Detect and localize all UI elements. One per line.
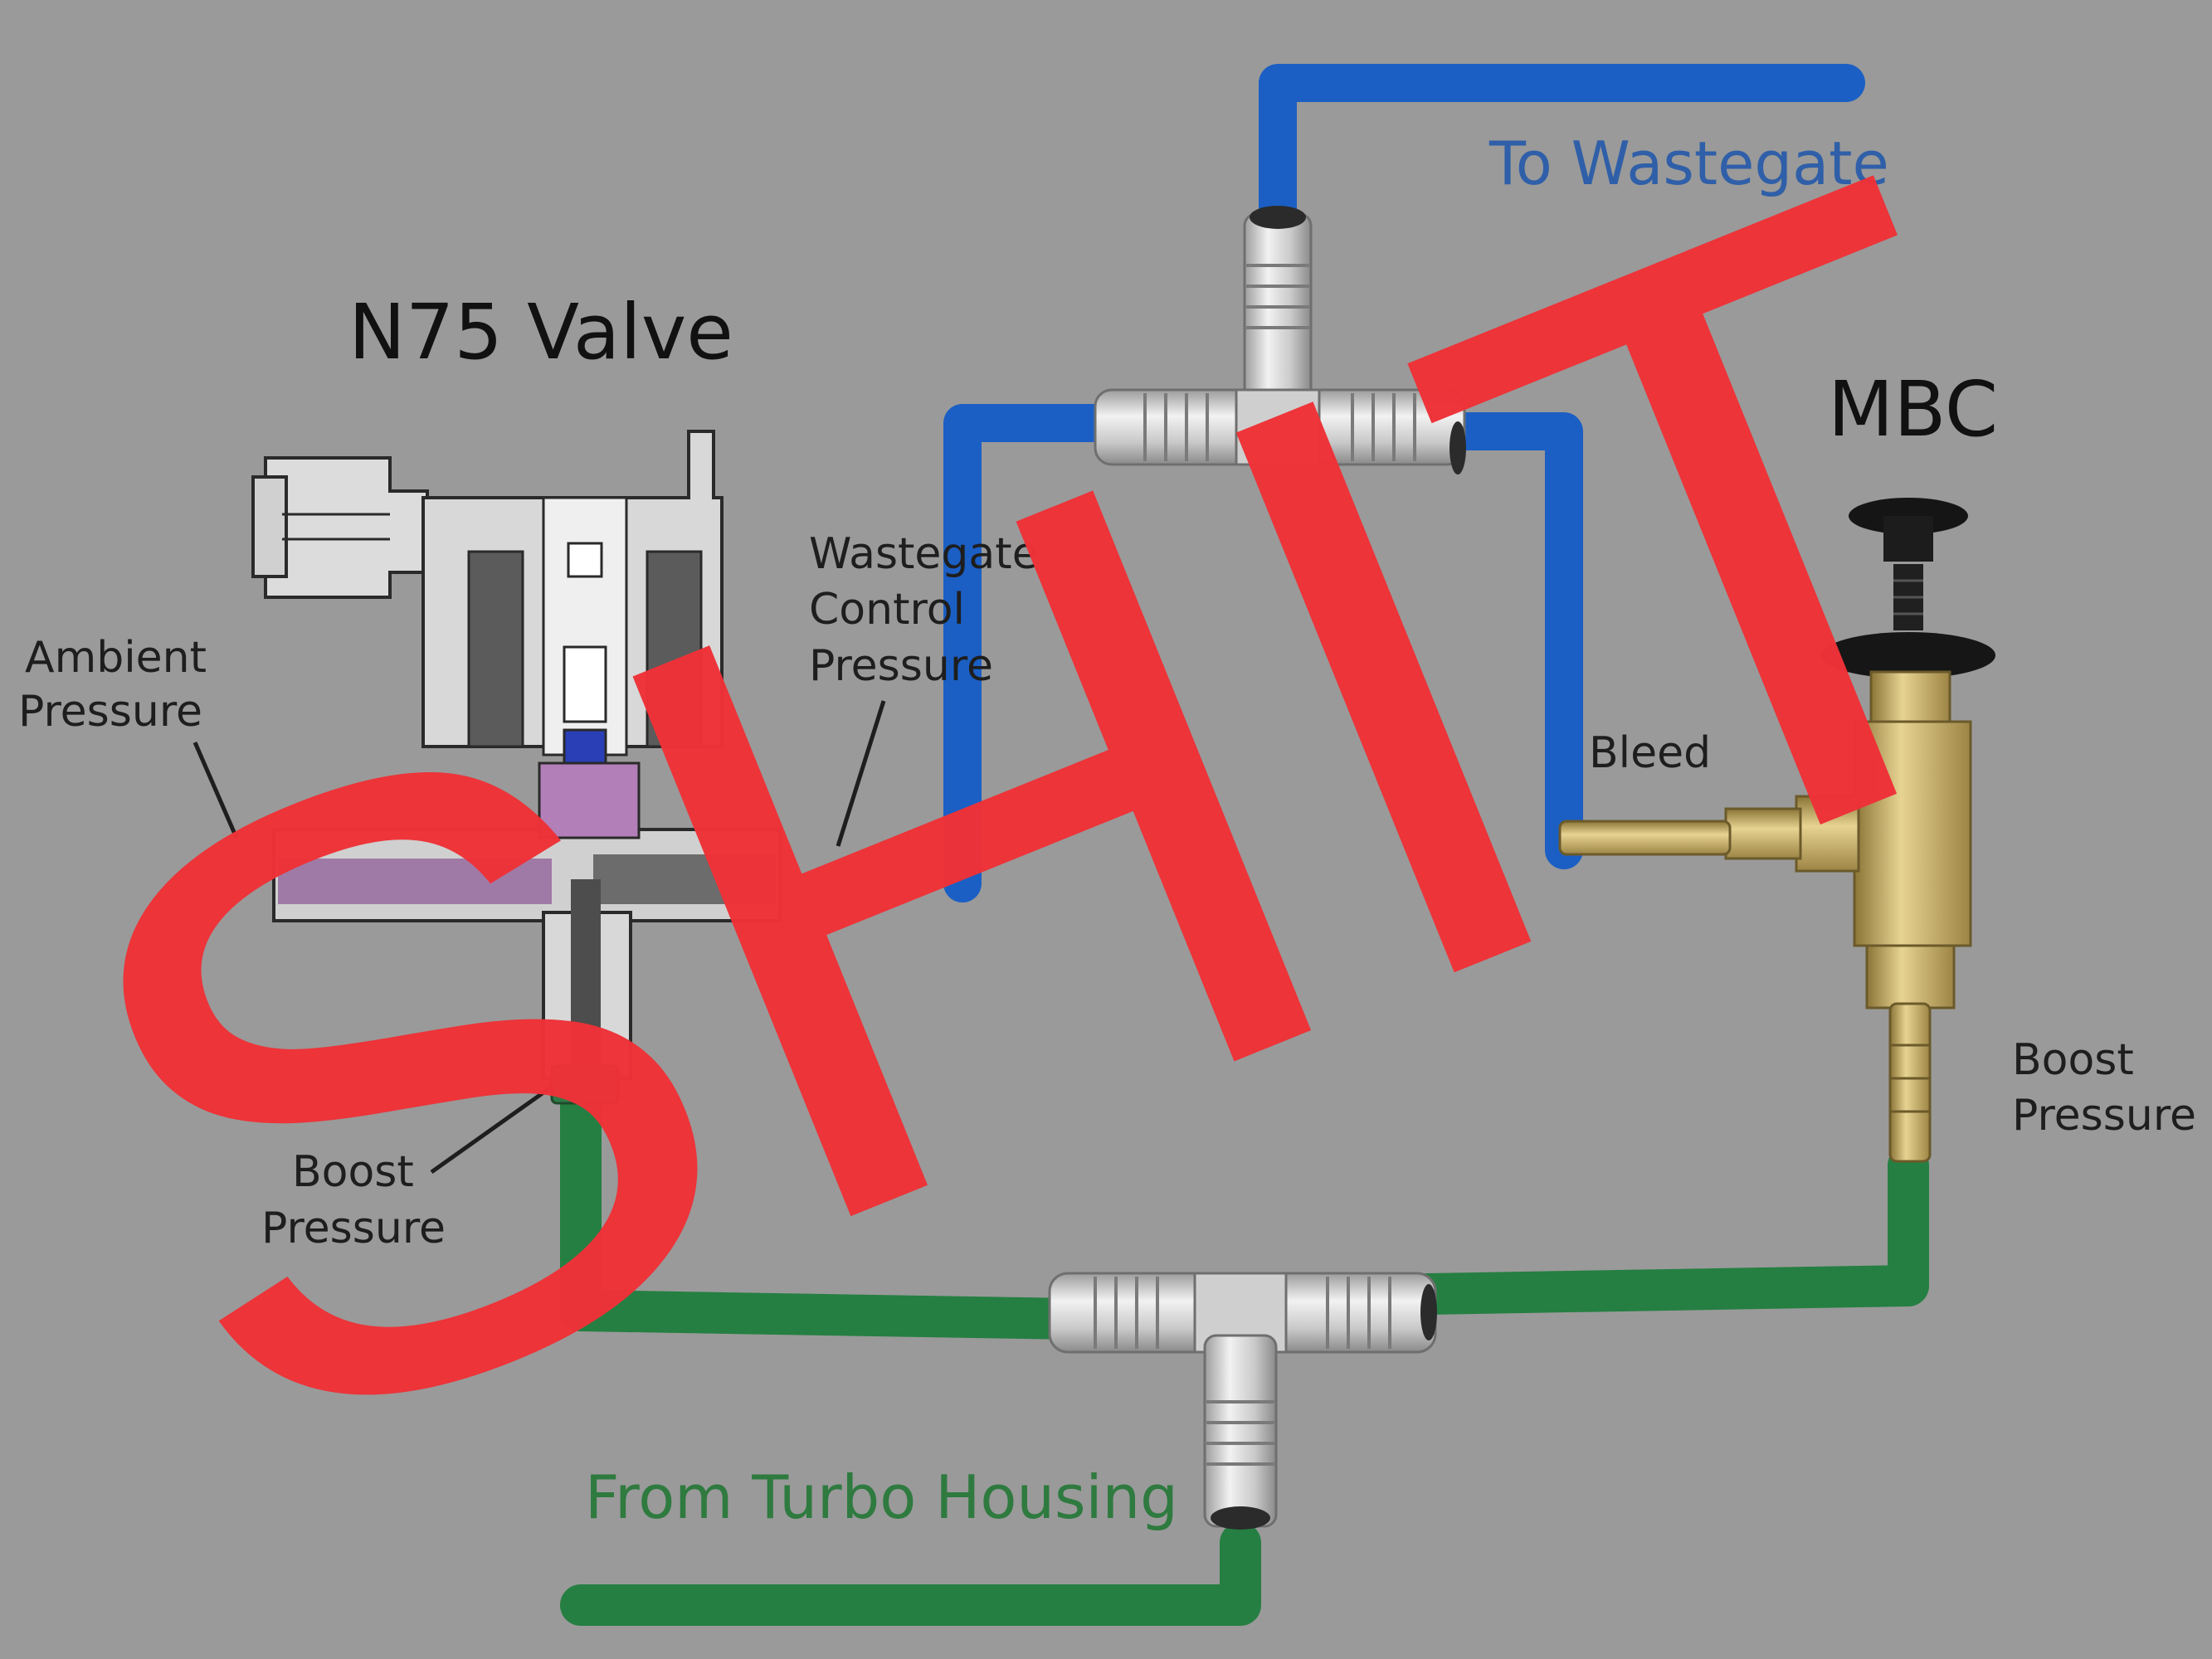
hose-n75-boost	[560, 1082, 1091, 1340]
boost-pressure-left-label: Boost Pressure	[261, 1147, 446, 1253]
wastegate-control-pressure-label: Wastegate Control Pressure	[809, 529, 1039, 691]
n75-valve-illustration	[251, 430, 782, 1105]
bottom-tee-fitting	[1048, 1272, 1437, 1530]
wastegate-control-line3: Pressure	[809, 641, 993, 691]
blue-hose-group	[943, 64, 1865, 902]
ambient-pressure-label: Ambient Pressure	[18, 633, 207, 737]
green-hose-group	[560, 1082, 1929, 1626]
wastegate-control-line2: Control	[809, 585, 965, 635]
boost-pressure-left-line2: Pressure	[261, 1204, 446, 1253]
hose-from-turbo	[560, 1522, 1261, 1626]
ambient-pressure-line1: Ambient	[25, 633, 207, 683]
wastegate-control-line1: Wastegate	[809, 529, 1039, 579]
top-tee-fitting	[1094, 206, 1466, 474]
bleed-label: Bleed	[1589, 728, 1711, 778]
ambient-pressure-line2: Pressure	[18, 687, 202, 737]
hose-n75-to-tee	[943, 404, 1123, 902]
to-wastegate-label: To Wastegate	[1488, 129, 1889, 198]
boost-pressure-right-line1: Boost	[2012, 1035, 2134, 1085]
from-turbo-housing-label: From Turbo Housing	[585, 1462, 1178, 1532]
hose-tee-to-bleed	[1441, 412, 1583, 869]
boost-pressure-left-line1: Boost	[292, 1147, 414, 1197]
leader-lines	[192, 700, 886, 1175]
mbc-title: MBC	[1828, 365, 1998, 454]
hose-to-wastegate	[1259, 64, 1865, 268]
n75-valve-title: N75 Valve	[348, 288, 733, 377]
boost-pressure-right-label: Boost Pressure	[2012, 1035, 2196, 1141]
mbc-valve-illustration	[1558, 498, 1995, 1163]
boost-pressure-right-line2: Pressure	[2012, 1091, 2196, 1141]
hose-mbc-boost	[1406, 1145, 1929, 1315]
